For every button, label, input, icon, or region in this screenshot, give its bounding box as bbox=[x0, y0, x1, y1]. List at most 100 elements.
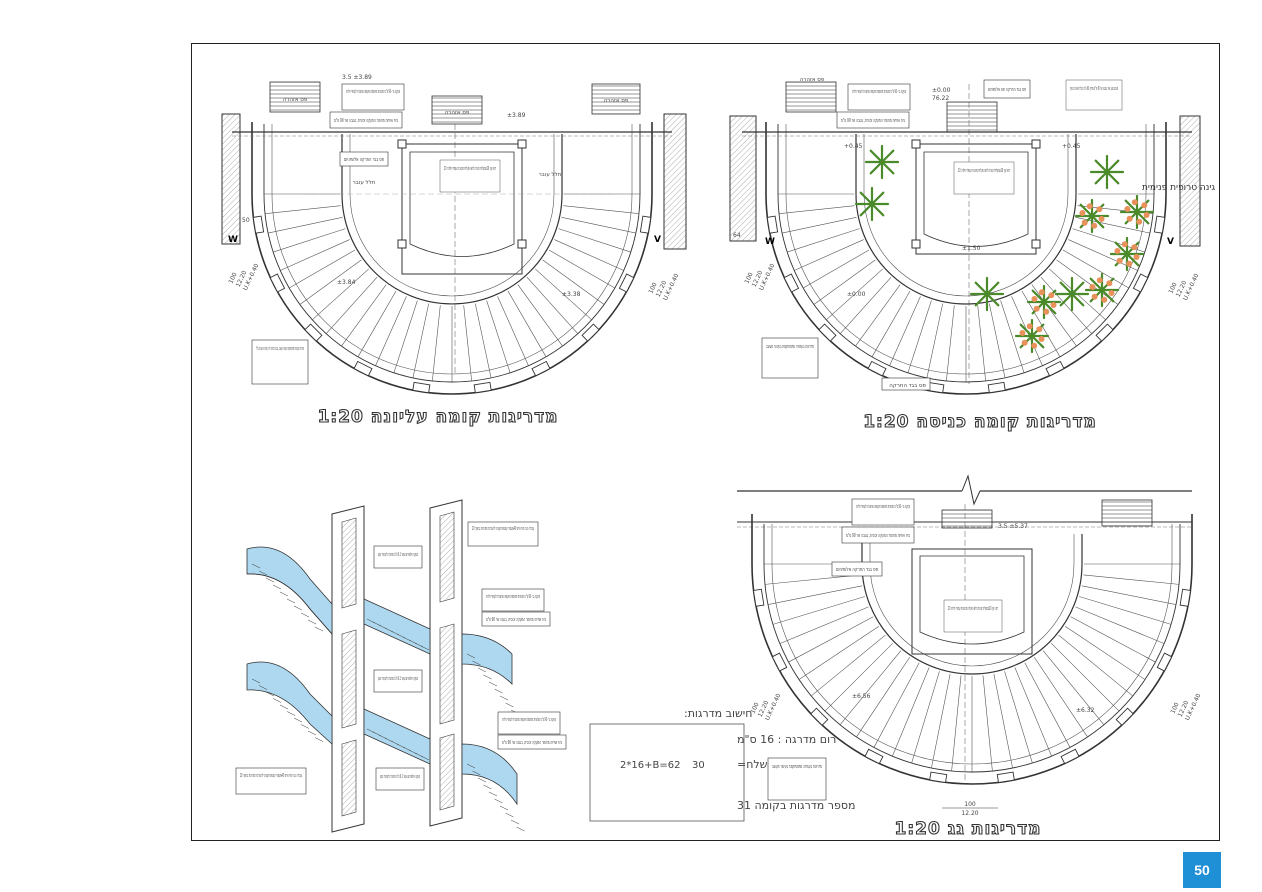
roof-column bbox=[996, 771, 1015, 784]
upper-dim50: 50 bbox=[242, 217, 250, 224]
section-tread bbox=[279, 704, 289, 710]
section-note9: מעקה אלומיניום עשר 6.2 ס"מ מחוברת לעמודי… bbox=[380, 773, 420, 780]
roof-step-line bbox=[1042, 650, 1105, 725]
roof-step-line bbox=[1050, 642, 1120, 712]
entrance-bottom-note: מדריגות בעמודה מתחמוקסת בעיטור מעוצב bbox=[766, 344, 814, 350]
entrance-step-line bbox=[787, 228, 860, 253]
section-tread bbox=[286, 711, 296, 716]
section-note6: מעקה בר ‑90 ס"מ מזכוכית מחוסמת שקופה מחו… bbox=[502, 716, 556, 723]
upper-step-line bbox=[280, 239, 350, 271]
roof-level-3: ±6.32 bbox=[1076, 707, 1095, 714]
entrance-step-line bbox=[855, 284, 901, 347]
flower-plant-icon bbox=[1014, 318, 1050, 354]
calc-heading: חישוב מדרגות: bbox=[684, 707, 752, 720]
upper-column bbox=[531, 360, 551, 377]
entrance-step-line bbox=[826, 268, 883, 321]
upper-step-line bbox=[563, 205, 640, 214]
entrance-step-line bbox=[813, 259, 876, 305]
upper-step-line bbox=[542, 259, 605, 305]
upper-step-line bbox=[535, 268, 592, 321]
roof-column bbox=[810, 707, 829, 726]
entrance-bottom-tag: פס בגד החרקה bbox=[889, 383, 926, 389]
roof-step-line bbox=[1033, 656, 1088, 738]
calc-line2c: שלח= bbox=[737, 758, 768, 771]
upper-column bbox=[304, 323, 323, 342]
section-tread bbox=[477, 777, 487, 783]
section-tread bbox=[466, 653, 476, 659]
calc-line3: מספר מדרגות בקומה 31 bbox=[737, 799, 855, 812]
upper-note3: פס בגד החרקה אלומיניום bbox=[344, 156, 384, 163]
entrance-column bbox=[1132, 273, 1149, 293]
roof-plan: מעקה בר ‑90 ס"מ מזכוכית מחוסמת שקופה מחו… bbox=[737, 474, 1202, 840]
section-tread bbox=[499, 805, 509, 811]
section-tread bbox=[307, 730, 317, 736]
flower-plant-icon bbox=[1084, 272, 1120, 308]
roof-bottom-note: מדריגות בעמודה מתחמוקסת בעיטור מעוצב bbox=[772, 764, 822, 770]
upper-step-line bbox=[497, 296, 529, 366]
upper-floor-plan: פס אזהרה פס אזהרה פס אזהרה מעקה בר ‑90 ס… bbox=[221, 74, 687, 428]
palm-plant-icon bbox=[864, 144, 900, 180]
upper-step-line bbox=[341, 284, 387, 347]
upper-step-line bbox=[299, 259, 362, 305]
roof-column bbox=[1060, 748, 1080, 765]
upper-column bbox=[581, 323, 600, 342]
upper-parking-c: פס אזהרה bbox=[445, 110, 470, 116]
section-tread bbox=[286, 598, 296, 604]
roof-step-line bbox=[993, 673, 1013, 769]
upper-step-line bbox=[393, 300, 418, 373]
upper-step-line bbox=[548, 249, 615, 289]
upper-column bbox=[252, 215, 265, 234]
entrance-step-line bbox=[1040, 277, 1093, 334]
stair-section-3d: עמוד קונסטרוקטיבי להמרכת מדרגות בחתך 20x… bbox=[235, 499, 567, 833]
section-tread bbox=[499, 695, 509, 701]
upper-step-line bbox=[268, 216, 343, 234]
entrance-step-line bbox=[988, 303, 1006, 378]
section-note8: עמוד קונסטרוקטיבי להמרכת מדרגות בחתך 20x… bbox=[240, 772, 302, 779]
roof-step-line bbox=[1058, 634, 1133, 697]
upper-step-line bbox=[412, 303, 430, 378]
entrance-note1: מעקה בר ‑90 ס"מ מזכוכית מחוסמת שקופה מחו… bbox=[852, 88, 906, 95]
upper-level-4: ±3.84 bbox=[337, 279, 356, 286]
roof-step-line bbox=[811, 634, 886, 697]
calc-box bbox=[589, 723, 745, 822]
roof-step-line bbox=[1081, 585, 1177, 605]
roof-step-line bbox=[788, 616, 874, 663]
section-tread bbox=[307, 619, 317, 625]
entrance-column bbox=[1153, 215, 1166, 234]
section-tread bbox=[505, 812, 514, 818]
roof-dim2: 12.20 bbox=[961, 810, 978, 817]
flower-plant-icon bbox=[1026, 284, 1062, 320]
roof-step-line bbox=[911, 671, 940, 764]
upper-step-line bbox=[507, 290, 547, 357]
roof-column bbox=[929, 771, 948, 784]
section-tread bbox=[488, 681, 498, 687]
roof-note2: ביח אחיזה מחומר המעקה זכוכית, בגובה שר 9… bbox=[846, 533, 910, 539]
section-tread bbox=[265, 577, 275, 583]
drawing-sheet: פס אזהרה פס אזהרה פס אזהרה מעקה בר ‑90 ס… bbox=[191, 43, 1220, 841]
roof-step-line bbox=[892, 667, 930, 757]
entrance-note2: ביח אחיזה מחומר המעקה זכוכית, בגובה שר 9… bbox=[841, 118, 905, 124]
roof-step-line bbox=[1004, 671, 1033, 764]
entrance-dim64: 64 bbox=[733, 232, 741, 239]
section-tread bbox=[272, 584, 282, 590]
entrance-step-line bbox=[926, 303, 944, 378]
upper-v: V bbox=[654, 235, 661, 245]
entrance-column bbox=[987, 381, 1006, 394]
section-tread bbox=[279, 591, 289, 597]
entrance-parking: פס אזהרה bbox=[800, 77, 825, 83]
section-tread bbox=[251, 678, 261, 684]
roof-level-1: 3.5 ±5.37 bbox=[998, 523, 1028, 530]
upper-step-line bbox=[463, 305, 472, 382]
roof-column bbox=[1179, 588, 1192, 607]
entrance-column bbox=[818, 323, 837, 342]
upper-note2: ביח אחיזה מחומר המעקה זכוכית, בגובה שר 9… bbox=[334, 118, 398, 124]
section-tread bbox=[494, 688, 503, 694]
upper-parking-r: פס אזהרה bbox=[604, 98, 629, 104]
entrance-step-line bbox=[871, 290, 911, 357]
entrance-level-4: ±1.50 bbox=[962, 245, 981, 252]
entrance-step-line bbox=[946, 305, 955, 382]
roof-step-line bbox=[839, 650, 902, 725]
section-note3: מעקה בר ‑90 ס"מ מזכוכית מחוסמת שקופה מחו… bbox=[486, 593, 540, 600]
entrance-w: W bbox=[765, 237, 775, 247]
upper-dim1-r: 100 bbox=[647, 281, 658, 295]
